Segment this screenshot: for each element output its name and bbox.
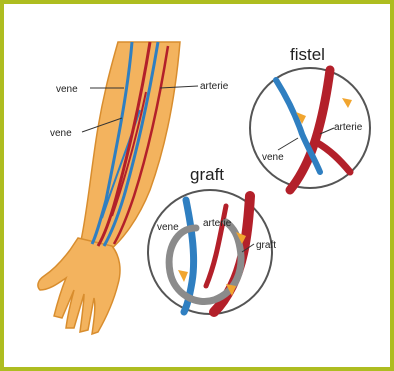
label-graft-vene: vene	[157, 222, 179, 233]
label-fistel-arterie: arterie	[334, 122, 363, 133]
label-arm-vene-1: vene	[56, 84, 78, 95]
label-arm-vene-2: vene	[50, 128, 72, 139]
hand-shape	[38, 238, 120, 334]
label-graft-arterie: arterie	[203, 218, 232, 229]
label-graft-graft: graft	[256, 240, 276, 251]
graft-title: graft	[190, 165, 224, 184]
fistula-title: fistel	[290, 45, 325, 64]
fistula-circle: fistel vene arterie	[250, 45, 370, 190]
label-fistel-vene: vene	[262, 152, 284, 163]
graft-circle: graft vene arterie graft	[148, 165, 276, 314]
label-arm-arterie: arterie	[200, 81, 229, 92]
